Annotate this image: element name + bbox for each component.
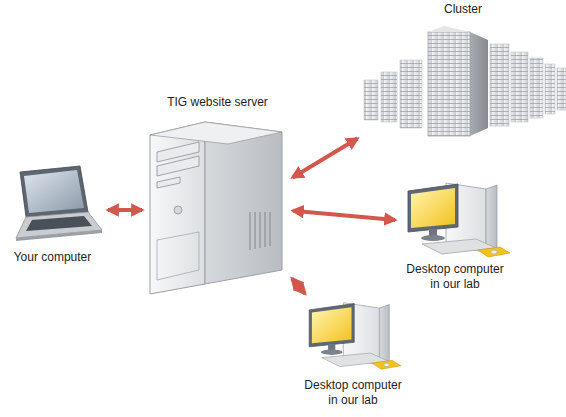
drive-bay xyxy=(157,177,180,188)
vent xyxy=(264,212,265,247)
tower-side xyxy=(205,122,282,284)
power-button xyxy=(174,206,182,214)
label-group: Desktop computer in our lab xyxy=(398,262,512,292)
rack-side xyxy=(470,32,488,136)
vent-slots xyxy=(250,212,270,250)
double-arrow xyxy=(293,139,358,178)
rack xyxy=(511,52,528,122)
device-label: Desktop computer in our lab xyxy=(405,262,505,292)
tower-top xyxy=(150,122,282,144)
laptop-bezel xyxy=(20,166,88,217)
device-label: TIG website server xyxy=(145,95,290,110)
label-group: Cluster xyxy=(360,2,566,17)
desktop-illustration xyxy=(408,183,510,257)
device-node: Your computer xyxy=(0,160,105,265)
rack-top xyxy=(428,26,488,36)
device-label: Desktop computer in our lab xyxy=(303,378,403,408)
double-arrow xyxy=(108,208,142,212)
drive-bay xyxy=(157,156,199,176)
rack xyxy=(530,58,543,118)
double-arrow xyxy=(293,211,395,220)
rack xyxy=(364,80,378,120)
label-group: TIG website server xyxy=(145,95,290,110)
label-group: Desktop computer in our lab xyxy=(297,378,409,408)
vent xyxy=(269,212,270,246)
device-node: Cluster xyxy=(360,2,566,142)
rack xyxy=(381,72,397,122)
front-panel xyxy=(157,232,199,280)
double-arrow xyxy=(292,279,305,294)
vent xyxy=(259,212,260,248)
device-label: Cluster xyxy=(363,2,563,17)
device-node: TIG website server xyxy=(145,95,290,295)
device-label: Your computer xyxy=(0,250,105,265)
rack-front xyxy=(428,32,470,136)
laptop-keyboard xyxy=(26,216,92,231)
laptop-screen xyxy=(24,170,84,213)
rack xyxy=(490,44,509,126)
vent xyxy=(249,212,250,250)
laptop-edge xyxy=(16,230,102,241)
device-node: Desktop computer in our lab xyxy=(398,178,512,292)
vent xyxy=(254,212,255,249)
rack xyxy=(545,64,555,114)
desktop-illustration xyxy=(309,303,401,370)
label-group: Your computer xyxy=(0,250,105,265)
tower-front xyxy=(150,122,205,294)
rack xyxy=(400,60,422,128)
device-node: Desktop computer in our lab xyxy=(297,296,409,408)
rack xyxy=(557,68,566,110)
